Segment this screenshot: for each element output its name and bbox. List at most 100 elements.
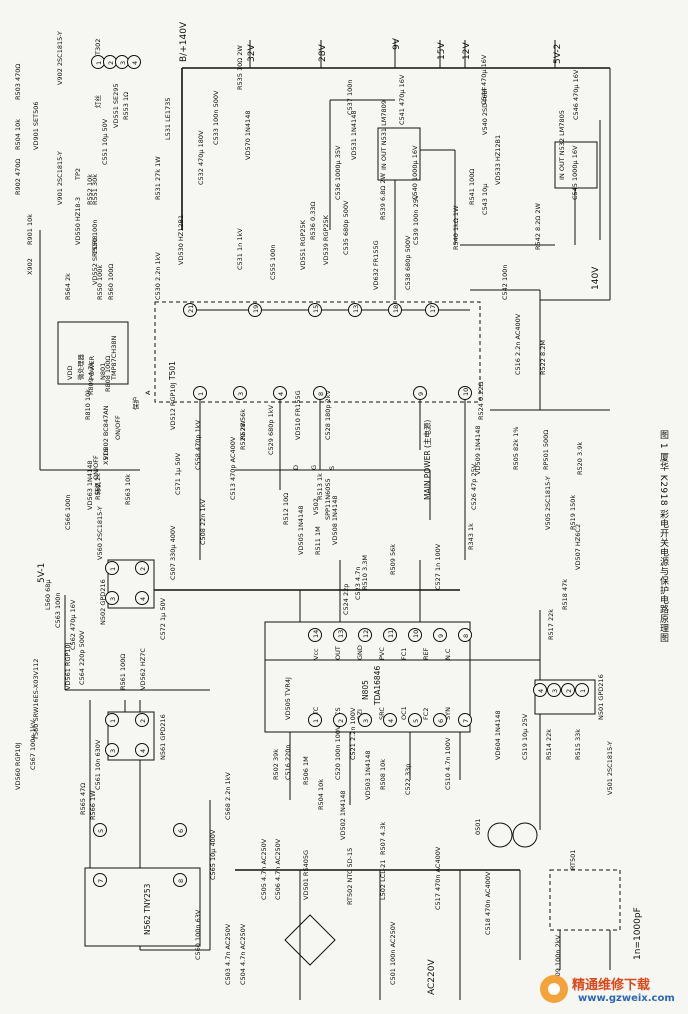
label-c516: C516 2.2n AC400V — [514, 313, 522, 375]
label-c561: C561 10n 630V — [94, 739, 102, 790]
n805-pin-num: 5 — [412, 719, 420, 723]
n532-text: IN OUT N532 LM7805 — [558, 110, 566, 180]
n562-pin — [173, 873, 187, 887]
label-r809: R809 4.7k — [87, 362, 95, 395]
label-x501: 0501 — [474, 818, 482, 835]
t501-pin-num: 19 — [252, 305, 260, 313]
n805-pin — [333, 713, 347, 727]
label-r524: R524 0.22Ω — [477, 382, 485, 420]
label-r550: R550 100k — [96, 265, 104, 300]
label-c527: C527 1n 100V — [434, 543, 442, 590]
n562-pin — [93, 823, 107, 837]
label-vd570: VD570 1N4148 — [244, 111, 252, 160]
label-c540: C540 1000μ 16V — [411, 145, 419, 200]
label-c521: C521 2.2n 100V — [349, 707, 357, 760]
label-c533: C533 100n 500V — [212, 90, 220, 145]
t501-pin — [233, 386, 247, 400]
label-tp2: TP2 — [74, 168, 82, 181]
watermark-url: www.gzweix.com — [578, 993, 675, 1004]
label-standby: 待机 — [93, 482, 102, 496]
n501-pin-num: 2 — [565, 689, 573, 693]
label-r504: R504 10k — [14, 119, 22, 150]
label-vd901: VD901 SET506 — [32, 101, 40, 150]
label-c504: C504 4.7n AC250V — [239, 923, 247, 985]
label-lamp: 灯丝 — [93, 95, 102, 109]
t501-pin — [248, 303, 262, 317]
n562-text: N562 TNY253 — [143, 883, 152, 935]
n502-pin-num: 2 — [139, 567, 147, 571]
n531-text: IN OUT N531 LM7809 — [380, 100, 388, 170]
n502-pin — [135, 591, 149, 605]
label-c513: C513 470p AC400V — [229, 436, 237, 500]
label-v560: V560 2SC1815-Y — [96, 506, 104, 560]
label-c567: C567 100p 1kV — [29, 719, 37, 770]
label-rt501: RT501 — [569, 850, 577, 870]
label-r518: R518 47k — [561, 579, 569, 610]
n805-pin-name: OC1 — [400, 706, 408, 720]
label-vd550: VD550 HZ18-3 — [74, 197, 82, 245]
n805-pin-name: SYN — [444, 707, 452, 720]
label-v505: V505 2SC1815-Y — [544, 476, 552, 530]
t501-pin — [388, 303, 402, 317]
label-r511: R511 1M — [314, 526, 322, 555]
label-c572: C572 1μ 50V — [159, 597, 167, 640]
label-r528: R528 56k — [239, 409, 247, 440]
label-c560: C560 100n 63V — [194, 909, 202, 960]
label-x902: X902 — [26, 258, 34, 275]
label-r517: R517 22k — [547, 609, 555, 640]
n502-pin — [135, 561, 149, 575]
label-r514: R514 22k — [545, 729, 553, 760]
label-c508: C508 22n 1kV — [199, 499, 207, 545]
label-protect: 保护 — [131, 397, 140, 410]
n805-pin-name: OUT — [334, 646, 342, 660]
rail-5v-1: 5V-1 — [37, 563, 47, 583]
n502-pin — [105, 591, 119, 605]
n502-pin-num: 4 — [139, 597, 147, 601]
n805-pin-num: 7 — [462, 719, 470, 723]
n805-pin-num: 11 — [387, 630, 395, 638]
label-vd563: VD563 1N4148 — [86, 461, 94, 510]
n805-part: TDA16846 — [373, 666, 382, 706]
n805-pin — [383, 713, 397, 727]
label-vd531: VD531 1N4148 — [350, 111, 358, 160]
label-r506: R506 1M — [302, 756, 310, 785]
n561-pin-num: 1 — [109, 719, 117, 723]
label-c524: C524 22p — [342, 584, 350, 615]
n805-pin — [458, 713, 472, 727]
label-r502: R502 39k — [272, 749, 280, 780]
n501-pin-num: 3 — [551, 689, 559, 693]
t501-pin-num: 18 — [392, 305, 400, 313]
label-vd503: VD503 1N4148 — [364, 751, 372, 800]
t501-pin — [313, 386, 327, 400]
n805-pin-name: FC2 — [422, 708, 430, 720]
main-power-label: MAIN POWER (主电源) — [422, 420, 432, 500]
label-r563: R563 10k — [124, 474, 132, 505]
label-vd551b: VD551 RGP25K — [299, 219, 307, 270]
n561-pin — [135, 713, 149, 727]
v502-name: V502 — [312, 498, 320, 515]
label-vd502: VD502 1N4148 — [339, 791, 347, 840]
n805-pin — [358, 713, 372, 727]
rail-ac220v: AC220V — [427, 959, 437, 995]
label-vd552: VD552 SFPOR8 — [91, 236, 99, 285]
n805-name: N805 — [361, 680, 370, 700]
n561-pin-num: 4 — [139, 749, 147, 753]
label-r810: R810 10k — [84, 389, 92, 420]
n561-pin — [105, 743, 119, 757]
label-c526: C526 47p 25V — [470, 463, 478, 510]
n805-pin — [308, 713, 322, 727]
label-c516b: C516 220n — [284, 744, 292, 780]
label-t560: T560 SRW16ES-X03V112 — [32, 659, 40, 741]
n501-text: N501 GPD216 — [597, 674, 605, 720]
t501-pin-num: 4 — [277, 392, 285, 396]
label-vd530: VD530 HZ12B1 — [177, 215, 185, 265]
t501-name: T501 — [168, 361, 177, 381]
label-r560: R560 100Ω — [107, 264, 115, 300]
label-r553: R553 1Ω — [122, 92, 130, 120]
n501-pin — [561, 683, 575, 697]
n562-pin — [93, 873, 107, 887]
